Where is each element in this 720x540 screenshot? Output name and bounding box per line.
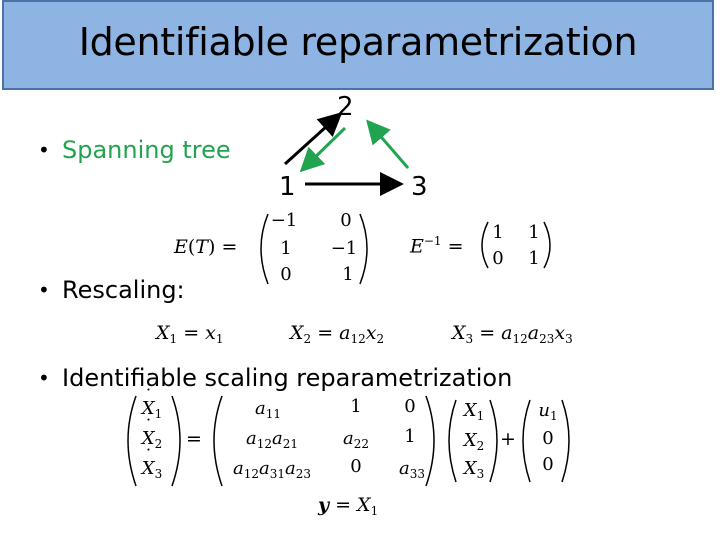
incidence-cell: 1	[280, 238, 292, 259]
bullet-rescaling: • Rescaling:	[38, 276, 185, 304]
inverse-cell: 0	[492, 248, 504, 269]
incidence-label: E(T) =	[174, 236, 238, 258]
input-cell: 0	[542, 454, 554, 475]
edge-1-2	[283, 111, 343, 166]
slide-title: Identifiable reparametrization	[78, 20, 638, 64]
matrix-cell: 1	[404, 426, 416, 447]
graph-node-2: 2	[337, 92, 354, 122]
rescaling-label: Rescaling:	[62, 276, 185, 304]
rescaling-eq-3: X3 = a12a23x3	[452, 322, 573, 346]
state-cell: X2	[463, 430, 485, 453]
rescaling-eq-2: X2 = a12x2	[290, 322, 385, 346]
edge-2-1	[299, 126, 347, 173]
matrix-cell: a12a21	[245, 428, 299, 451]
incidence-cell: −1	[330, 238, 358, 259]
state-cell: X3	[463, 458, 485, 481]
incidence-cell: 0	[340, 210, 352, 231]
bullet-dot-icon: •	[38, 278, 50, 302]
matrix-cell: 0	[350, 456, 362, 477]
inverse-cell: 1	[492, 222, 504, 243]
title-bar: Identifiable reparametrization	[2, 0, 714, 90]
output-equation: y = X1	[318, 494, 379, 518]
incidence-cell: 1	[342, 264, 354, 285]
incidence-cell: 0	[280, 264, 292, 285]
edge-3-2	[366, 119, 410, 169]
inverse-label: E−1 =	[410, 234, 464, 258]
input-cell: 0	[542, 428, 554, 449]
matrix-cell: a33	[398, 458, 425, 481]
matrix-cell: a22	[342, 428, 369, 451]
matrix-cell: 0	[404, 396, 416, 417]
inverse-cell: 1	[528, 222, 540, 243]
bullet-spanning-tree: • Spanning tree	[38, 136, 231, 164]
system-equals: =	[186, 428, 202, 450]
graph-node-1: 1	[279, 172, 296, 202]
matrix-cell: a11	[254, 398, 281, 421]
inverse-cell: 1	[528, 248, 540, 269]
system-lhs-cell: X1˙	[141, 386, 163, 421]
system-lhs-cell: X2˙	[141, 416, 163, 451]
incidence-cell: −1	[270, 210, 298, 231]
bullet-dot-icon: •	[38, 138, 50, 162]
identifiable-label: Identifiable scaling reparametrization	[62, 364, 513, 392]
graph-node-3: 3	[411, 172, 428, 202]
input-cell: u1	[538, 400, 558, 423]
bullet-identifiable: • Identifiable scaling reparametrization	[38, 364, 512, 392]
rescaling-eq-1: X1 = x1	[156, 322, 224, 346]
matrix-cell: a12a31a23	[232, 458, 312, 481]
state-cell: X1	[463, 400, 485, 423]
bullet-dot-icon: •	[38, 366, 50, 390]
system-plus: +	[500, 428, 516, 450]
system-lhs-cell: X3˙	[141, 446, 163, 481]
matrix-cell: 1	[350, 396, 362, 417]
spanning-tree-label: Spanning tree	[62, 136, 231, 164]
